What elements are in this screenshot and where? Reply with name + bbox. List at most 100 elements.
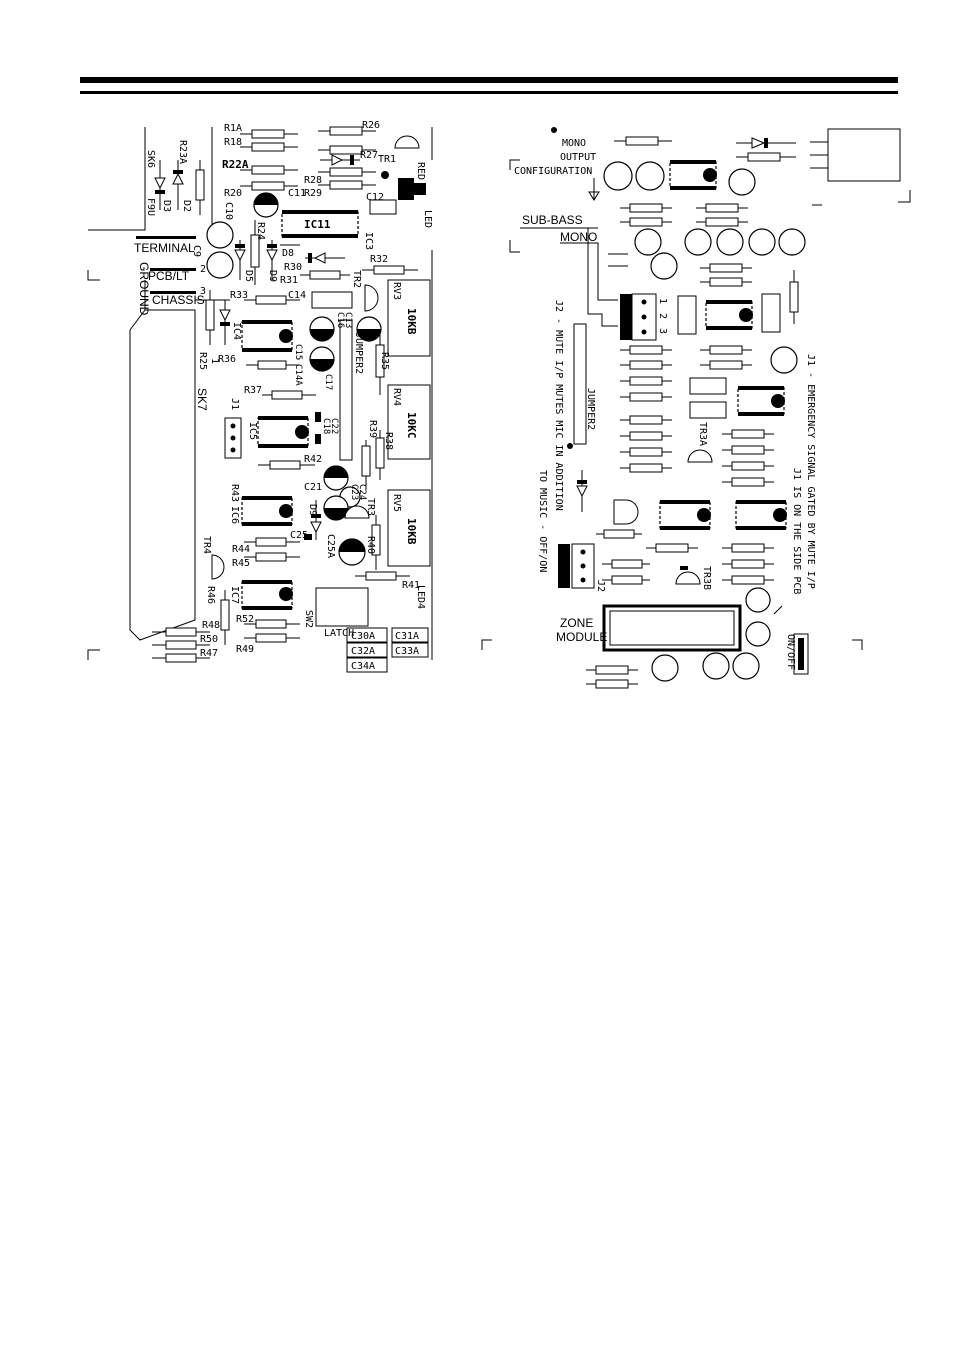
label-c12: C12: [366, 192, 384, 203]
label-j2: J2: [595, 580, 606, 592]
cap-zone-2: [745, 621, 771, 647]
label-rv3: RV3: [391, 282, 402, 300]
label-r25: R25: [197, 352, 208, 370]
resistor-row-d: [696, 217, 748, 227]
capacitor-c17: [309, 346, 335, 372]
right-board: [481, 127, 911, 689]
label-r27: R27: [360, 150, 378, 161]
resistor-r22a: [240, 165, 298, 175]
header-rule-thin: [80, 91, 898, 94]
label-r42: R42: [304, 454, 322, 465]
transistor-tr3b: [675, 566, 701, 585]
pot-rv5: [387, 489, 431, 567]
diode-vert: [576, 470, 588, 512]
label-tr2: TR2: [351, 270, 362, 288]
resistor-r27: [318, 145, 376, 155]
label-r32: R32: [370, 254, 388, 265]
label-c15: C15: [293, 344, 303, 360]
label-r50: R50: [200, 634, 218, 645]
component-box-2: [761, 293, 781, 333]
jumper2-strip: [339, 319, 353, 461]
label-terminal: TERMINAL: [134, 241, 195, 255]
label-c30a: C30A: [351, 631, 375, 642]
label-r41: R41: [402, 580, 420, 591]
resistor-r32: [362, 265, 418, 275]
resistor-col-6: [620, 431, 672, 441]
resistor-r35: [375, 335, 385, 395]
label-j3-1: 1: [657, 298, 668, 304]
label-2: 2: [200, 264, 206, 275]
resistor-low-1: [596, 529, 642, 539]
ic-ic6: [241, 496, 293, 526]
component-box-1: [677, 295, 697, 335]
cap-r1-2: [635, 161, 665, 191]
resistor-r23a: [195, 160, 205, 215]
label-j1: J1: [229, 398, 240, 410]
resistor-low-2: [646, 543, 698, 553]
label-c32a: C32A: [351, 646, 375, 657]
diode-d-r25: [219, 300, 231, 345]
resistor-r42: [258, 460, 315, 470]
resistor-low-3: [722, 543, 774, 553]
capacitor-c14: [311, 291, 353, 309]
ic-ic11: [281, 210, 359, 238]
ic-ic7: [241, 580, 293, 610]
label-r36: R36: [218, 354, 236, 365]
capacitor-c11: [253, 192, 279, 218]
connector-j1: [224, 417, 242, 459]
component-box-3: [689, 377, 727, 395]
cap-r1-1: [603, 161, 633, 191]
label-chassis: CHASSIS: [152, 293, 205, 307]
label-j1-note-1: J1 - EMERGENCY SIGNAL GATED BY MUTE I/P: [805, 354, 816, 589]
label-ic5: IC5: [247, 422, 258, 440]
label-latch: LATCH: [324, 628, 354, 639]
label-c13: C13: [343, 312, 353, 328]
label-tr4: TR4: [201, 536, 212, 554]
label-sk7: SK7: [195, 388, 209, 411]
resistor-r20: [240, 181, 298, 191]
resistor-r26: [318, 126, 376, 136]
label-r52: R52: [236, 614, 254, 625]
resistor-r31: [300, 270, 350, 280]
terminal-bar: [136, 236, 196, 239]
resistor-r44: [244, 537, 300, 547]
resistor-r48: [152, 627, 210, 637]
resistor-r33: [244, 295, 300, 305]
label-c23: C23: [349, 484, 359, 500]
label-3: 3: [200, 286, 206, 297]
resistor-rcol-6: [722, 477, 774, 487]
transistor-tr2: [364, 284, 379, 312]
label-r38: R38: [383, 432, 394, 450]
label-d3: D3: [161, 200, 172, 212]
connector-block: [810, 128, 901, 182]
label-jumper2-right: JUMPER2: [585, 388, 596, 430]
label-zone: ZONE: [560, 616, 593, 630]
label-rv5: RV5: [391, 494, 402, 512]
label-r48: R48: [202, 620, 220, 631]
jumper-j2: [558, 543, 595, 589]
resistor-r29: [318, 180, 376, 190]
diode-d5: [234, 240, 246, 280]
transistor-tr3a: [687, 449, 713, 463]
pot-rv4: [387, 384, 431, 460]
resistor-col-3: [620, 376, 672, 386]
label-ic4: IC4: [231, 322, 242, 340]
resistor-r41: [355, 571, 410, 581]
resistor-r25: [205, 290, 215, 345]
label-c14: C14: [288, 290, 306, 301]
label-led4: LED4: [415, 585, 426, 609]
resistor-r46: [220, 590, 230, 645]
capacitor-c9: [206, 251, 234, 279]
label-d7: D8: [282, 248, 294, 259]
label-pcb: PCB/LT: [148, 269, 190, 283]
cap-r2-1: [634, 228, 662, 256]
label-r47: R47: [200, 648, 218, 659]
label-r29: R29: [304, 188, 322, 199]
resistor-vert-right: [789, 270, 799, 324]
label-tr1: TR1: [378, 154, 396, 165]
transistor-tr1: [394, 135, 420, 149]
cap-r2-6: [778, 228, 806, 256]
led-red: [381, 171, 426, 200]
resistor-rcol-2: [700, 360, 752, 370]
